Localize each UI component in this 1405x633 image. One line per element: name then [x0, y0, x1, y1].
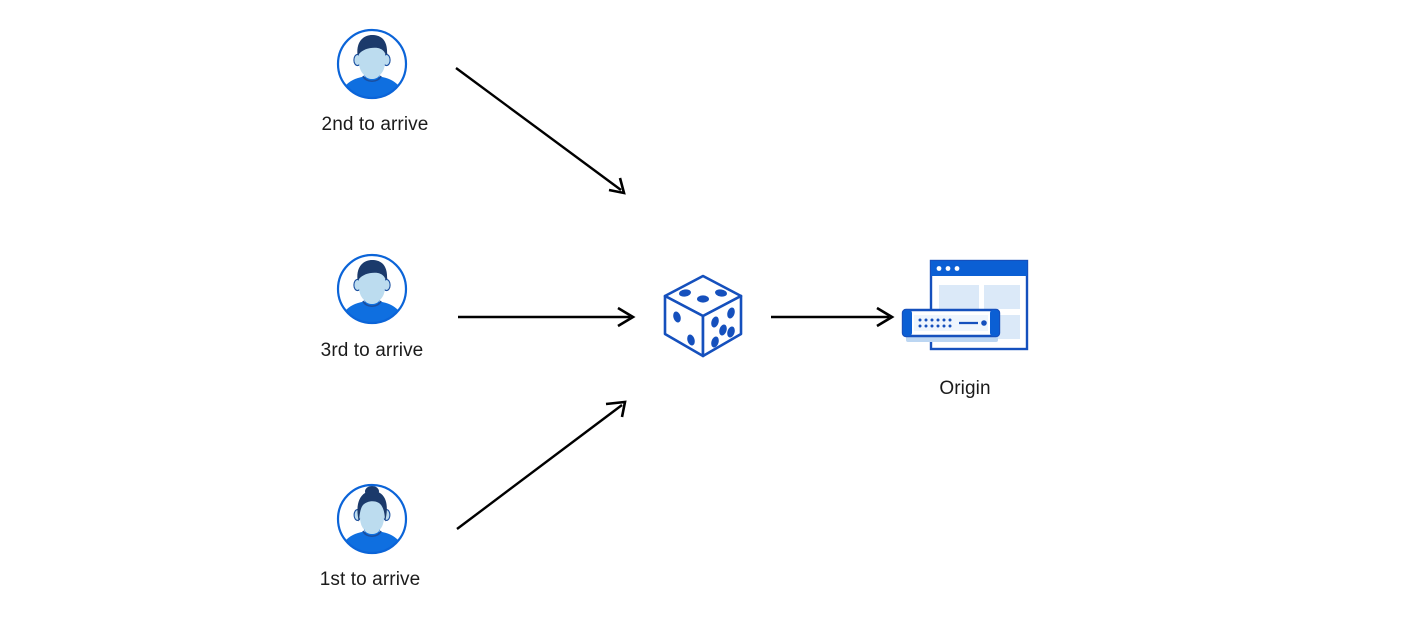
node-origin[interactable] — [896, 258, 1029, 363]
dice-left-pips — [673, 311, 695, 346]
browser-dots-icon — [936, 266, 960, 271]
node-user-1st[interactable] — [335, 482, 409, 556]
label-user-1st: 1st to arrive — [319, 569, 421, 590]
arrow-3rd-to-dice — [458, 306, 636, 328]
router-led-grid — [918, 318, 952, 328]
user-avatar-icon — [336, 253, 408, 325]
node-dice[interactable] — [657, 270, 749, 362]
router-device-icon — [901, 308, 1001, 342]
node-user-3rd[interactable] — [335, 252, 409, 326]
label-origin: Origin — [939, 378, 991, 399]
label-user-2nd: 2nd to arrive — [321, 114, 429, 135]
user-avatar-icon — [336, 28, 408, 100]
arrow-dice-to-origin — [771, 306, 895, 328]
dice-top-pips — [679, 289, 727, 303]
label-user-3rd: 3rd to arrive — [320, 340, 424, 361]
dice-icon — [663, 274, 743, 358]
user-avatar-icon — [336, 483, 408, 555]
origin-server-icon — [901, 259, 1029, 351]
arrow-1st-to-dice — [456, 400, 627, 530]
dice-right-pips — [711, 307, 735, 348]
node-user-2nd[interactable] — [335, 27, 409, 101]
